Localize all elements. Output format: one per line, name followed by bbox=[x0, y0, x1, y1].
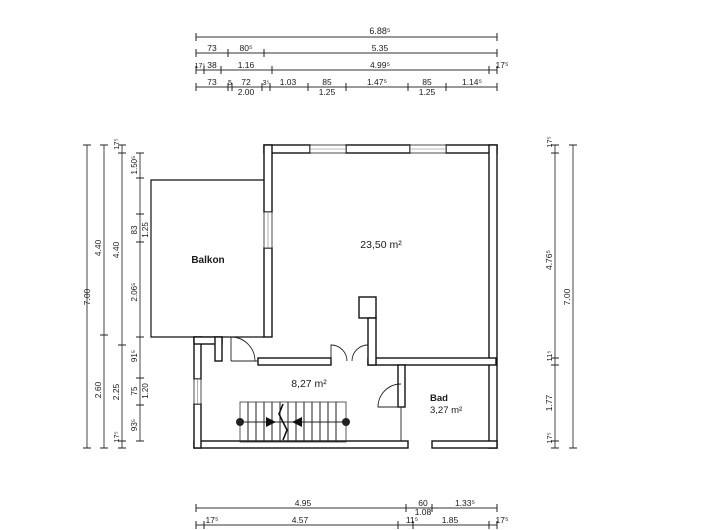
dim-label: 2.00 bbox=[238, 87, 255, 97]
dim-label: 17⁵ bbox=[545, 136, 554, 147]
room-area-main: 23,50 m² bbox=[360, 239, 402, 251]
dim-label: 1.77 bbox=[544, 394, 554, 411]
room-area-hall: 8,27 m² bbox=[291, 378, 327, 390]
dim-label: 4.99⁵ bbox=[370, 60, 390, 70]
dim-label: 2.60 bbox=[93, 381, 103, 398]
dim-label: 85 bbox=[322, 77, 332, 87]
right-dimension-chains: 17⁵ 4.76⁵ 11⁵ 1.77 17⁵ 7.00 bbox=[544, 136, 577, 449]
dim-label: 85 bbox=[422, 77, 432, 87]
dim-label: 1.16 bbox=[238, 60, 255, 70]
dim-label: 2.06⁵ bbox=[130, 283, 139, 302]
dim-label: 5 bbox=[228, 80, 232, 87]
windows bbox=[193, 144, 447, 405]
balcony: Balkon bbox=[150, 179, 264, 338]
dim-label: 2.25 bbox=[111, 383, 121, 400]
dim-label: 4.57 bbox=[292, 515, 309, 525]
dim-label: 11⁵ bbox=[406, 515, 418, 525]
dim-label: 7.00 bbox=[562, 288, 572, 305]
room-labels: 23,50 m² 8,27 m² Bad 3,27 m² bbox=[291, 239, 462, 416]
dim-label: 60 bbox=[418, 498, 428, 508]
dim-label: 1.25 bbox=[319, 87, 336, 97]
bottom-dimension-chains: 4.95 60 1.33⁵ 1.08 17⁵ 4.57 11⁵ 1.85 17⁵ bbox=[195, 498, 509, 529]
room-label-bad: Bad bbox=[430, 393, 448, 404]
dim-label: 4.76⁵ bbox=[544, 250, 554, 270]
dim-label: 1.14⁵ bbox=[462, 77, 482, 87]
dim-label: 17⁵ bbox=[496, 60, 509, 70]
dim-label: 4.40 bbox=[111, 241, 121, 258]
dim-label: 75 bbox=[130, 386, 139, 395]
dim-label: 93⁵ bbox=[130, 419, 139, 431]
dim-label: 4.95 bbox=[295, 498, 312, 508]
dim-label: 91⁵ bbox=[130, 350, 139, 362]
doors bbox=[230, 336, 402, 441]
walls bbox=[193, 144, 498, 449]
top-dimension-chains: 6.88⁵ 73 80⁵ 5.35 17⁵ 38 1.16 4.99⁵ 17⁵ … bbox=[195, 26, 509, 97]
left-dimension-chains: 7.00 4.40 2.60 17⁵ 4.40 2.25 17⁵ 1.50⁵ 8… bbox=[82, 138, 150, 449]
dim-label: 73 bbox=[207, 43, 217, 53]
room-area-bad: 3,27 m² bbox=[430, 405, 462, 416]
dim-label: 17⁵ bbox=[112, 138, 121, 149]
dim-label: 1.25 bbox=[141, 222, 150, 238]
dim-label: 83 bbox=[130, 225, 139, 234]
dim-label: 80⁵ bbox=[240, 43, 253, 53]
dim-label: 3⁵ bbox=[263, 80, 270, 87]
dim-label: 1.50⁵ bbox=[130, 156, 139, 175]
dim-label: 38 bbox=[207, 60, 217, 70]
dim-label: 1.25 bbox=[419, 87, 436, 97]
dim-label: 17⁵ bbox=[206, 515, 219, 525]
dim-label: 17⁵ bbox=[496, 515, 509, 525]
dim-label: 72 bbox=[241, 77, 251, 87]
dim-label: 1.03 bbox=[280, 77, 297, 87]
dim-label: 11⁵ bbox=[545, 351, 554, 362]
dim-label: 17⁵ bbox=[545, 432, 554, 443]
dim-label: 4.40 bbox=[93, 239, 103, 256]
room-label-balkon: Balkon bbox=[191, 255, 224, 266]
dim-label: 1.33⁵ bbox=[455, 498, 475, 508]
dim-total-width: 6.88⁵ bbox=[369, 26, 391, 36]
dim-label: 7.00 bbox=[82, 288, 92, 305]
dim-label: 17⁵ bbox=[112, 431, 121, 442]
dim-label: 1.85 bbox=[442, 515, 459, 525]
dim-label: 17⁵ bbox=[195, 63, 206, 70]
dim-label: 1.47⁵ bbox=[367, 77, 387, 87]
dim-label: 1.08 bbox=[415, 507, 432, 517]
staircase bbox=[236, 401, 350, 443]
dim-label: 73 bbox=[207, 77, 217, 87]
dim-label: 1.20 bbox=[141, 383, 150, 399]
dim-label: 5.35 bbox=[372, 43, 389, 53]
